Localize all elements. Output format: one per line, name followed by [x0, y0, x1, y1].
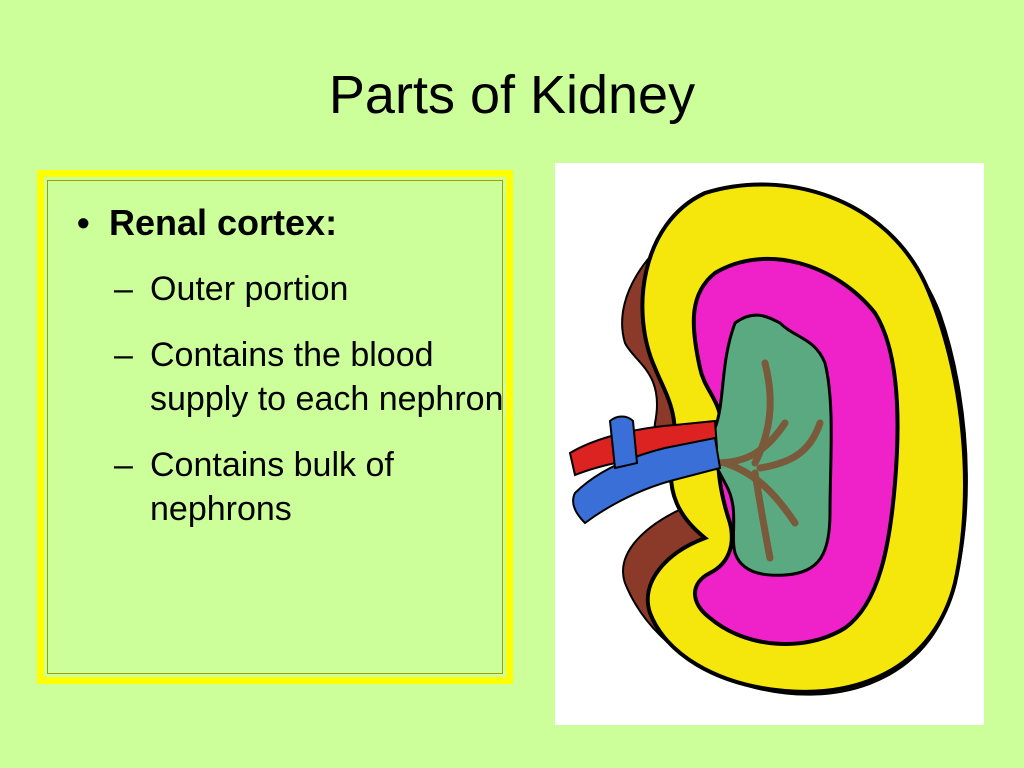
sub-bullet-text: Contains bulk of nephrons [150, 446, 394, 528]
kidney-illustration [555, 163, 984, 725]
bullet-glyph: • [77, 202, 90, 243]
sub-bullet-item: – Contains the blood supply to each neph… [114, 333, 504, 421]
main-bullet: • Renal cortex: [77, 202, 337, 244]
sub-bullet-item: – Contains bulk of nephrons [114, 443, 504, 531]
sub-bullet-item: – Outer portion [114, 267, 504, 311]
ureter-shape [608, 415, 639, 470]
main-bullet-text: Renal cortex: [109, 202, 338, 243]
dash-glyph: – [114, 446, 133, 484]
dash-glyph: – [114, 270, 133, 308]
content-box-inner-border [47, 180, 503, 674]
content-box: • Renal cortex: – Outer portion – Contain… [37, 170, 513, 684]
kidney-illustration-svg [568, 182, 968, 696]
pelvis-branches [711, 359, 824, 562]
slide-title: Parts of Kidney [328, 65, 696, 125]
sub-bullet-list: – Outer portion – Contains the blood sup… [114, 267, 504, 553]
sub-bullet-text: Outer portion [150, 270, 349, 308]
renal-vein-shape [572, 436, 722, 525]
sub-bullet-text: Contains the blood supply to each nephro… [150, 336, 504, 418]
dash-glyph: – [114, 336, 133, 374]
